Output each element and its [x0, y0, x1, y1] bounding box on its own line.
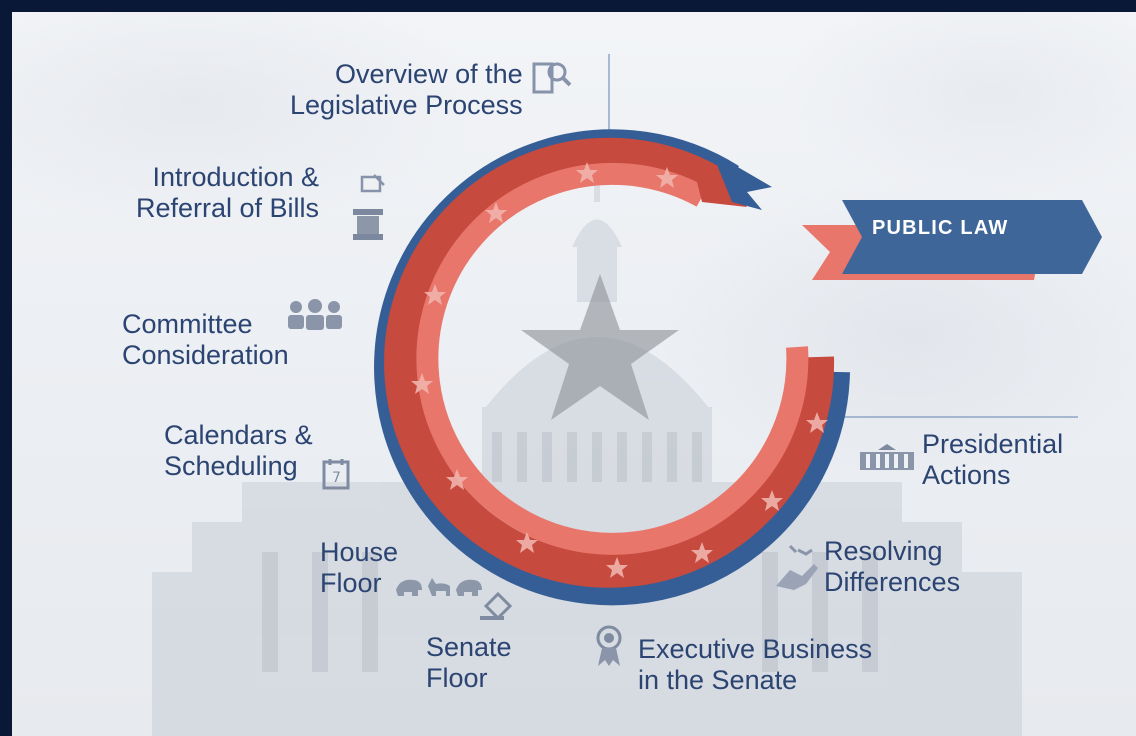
ring-stars	[411, 162, 828, 578]
document-pen-icon	[360, 174, 385, 193]
gavel-tag-icon	[480, 591, 513, 621]
award-ribbon-icon	[596, 625, 622, 666]
handshake-icon	[776, 544, 818, 590]
step-senate-line1: Senate	[426, 632, 512, 662]
step-executive[interactable]: Executive Business in the Senate	[638, 634, 872, 696]
step-resolving-line2: Differences	[824, 567, 961, 597]
step-house[interactable]: House Floor	[320, 537, 398, 599]
step-committee[interactable]: Committee Consideration	[122, 309, 289, 371]
white-house-icon	[860, 444, 914, 470]
step-senate[interactable]: Senate Floor	[426, 632, 512, 694]
step-overview-line1: Overview of the	[335, 59, 523, 89]
elephant-donkey-icon	[396, 578, 482, 596]
capitol-background-image	[152, 172, 1022, 736]
people-group-icon	[288, 299, 342, 330]
step-overview[interactable]: Overview of the Legislative Process	[290, 59, 523, 121]
step-executive-line2: in the Senate	[638, 665, 798, 695]
step-senate-line2: Floor	[426, 663, 488, 693]
legislative-cycle-ring	[374, 54, 1102, 606]
step-resolving-line1: Resolving	[824, 536, 943, 566]
step-executive-line1: Executive Business	[638, 634, 873, 664]
step-presidential-line1: Presidential	[922, 429, 1064, 459]
step-presidential-line2: Actions	[922, 460, 1011, 490]
step-house-line2: Floor	[320, 568, 382, 598]
step-committee-line1: Committee	[122, 309, 253, 339]
step-introduction[interactable]: Introduction & Referral of Bills	[136, 162, 319, 224]
diagram-canvas: PUBLIC LAW Overview of the Legislative P…	[12, 12, 1136, 736]
center-star-icon	[521, 274, 679, 420]
step-resolving[interactable]: Resolving Differences	[824, 536, 960, 598]
step-introduction-line2: Referral of Bills	[136, 193, 320, 223]
step-calendars-line1: Calendars &	[164, 420, 313, 450]
step-calendars[interactable]: Calendars & Scheduling	[164, 420, 313, 482]
step-committee-line2: Consideration	[122, 340, 289, 370]
magnifier-document-icon	[532, 62, 572, 94]
calendar-icon: 7	[322, 459, 350, 490]
column-icon	[353, 209, 383, 240]
step-house-line1: House	[320, 537, 399, 567]
step-calendars-line2: Scheduling	[164, 451, 298, 481]
svg-text:7: 7	[332, 470, 341, 486]
step-introduction-line1: Introduction &	[152, 162, 320, 192]
step-presidential[interactable]: Presidential Actions	[922, 429, 1063, 491]
public-law-label[interactable]: PUBLIC LAW	[872, 217, 1009, 239]
public-law-ribbon	[802, 200, 1102, 280]
step-overview-line2: Legislative Process	[290, 90, 523, 120]
